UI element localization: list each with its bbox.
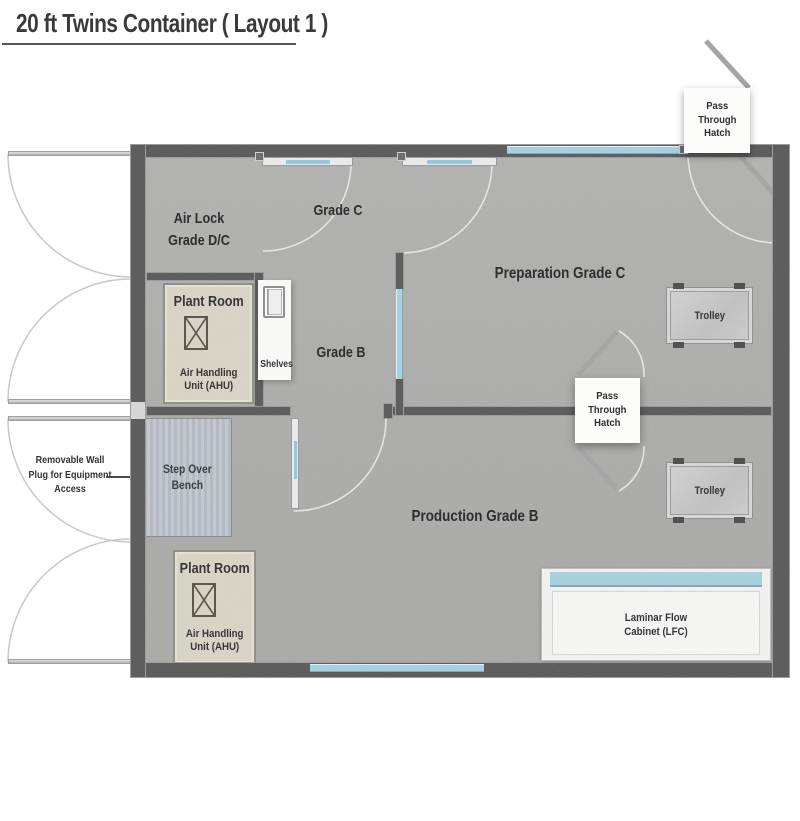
trolley-wheel <box>734 342 745 348</box>
exterior-door-leaf <box>8 659 131 664</box>
door-glass <box>286 160 330 164</box>
pass-through-hatch-middle: Pass Through Hatch <box>575 378 640 443</box>
door-glass <box>427 160 472 164</box>
shelves-label: Shelves <box>260 359 293 370</box>
room-label-grade-c: Grade C <box>313 202 363 219</box>
removable-wall-plug <box>131 402 145 419</box>
page-title: 20 ft Twins Container ( Layout 1 ) <box>16 8 328 38</box>
step-over-bench: Step Over Bench <box>143 418 232 537</box>
annotation-removable-wall: Removable Wall Plug for Equipment Access <box>28 455 112 495</box>
wall-post <box>395 377 404 416</box>
exterior-door-leaf <box>8 416 131 421</box>
plant-room-title: Plant Room <box>179 560 250 577</box>
door-stopper <box>397 152 406 161</box>
wall-post <box>395 252 404 291</box>
swing-door <box>291 418 299 509</box>
hatch-label: Pass Through Hatch <box>697 99 737 140</box>
ahu-cross-icon <box>192 583 217 617</box>
sliding-door <box>402 157 497 166</box>
ahu-cross-icon <box>184 316 209 350</box>
window-top <box>507 146 679 154</box>
cabinet-icon <box>263 286 285 318</box>
plant-room-bottom: Plant Room Air Handling Unit (AHU) <box>173 550 256 665</box>
trolley-bottom: Trolley <box>666 462 753 519</box>
exterior-door-leaf <box>8 399 131 404</box>
exterior-door-leaf <box>8 151 131 156</box>
interior-wall <box>146 406 291 416</box>
trolley-wheel <box>673 283 684 289</box>
wall-post <box>383 403 393 419</box>
ahu-label: Air Handling Unit (AHU) <box>179 366 238 393</box>
hatch-label: Pass Through Hatch <box>588 389 627 430</box>
interior-wall <box>146 272 264 281</box>
exterior-door-arcs <box>7 153 132 663</box>
plant-room-top: Plant Room Air Handling Unit (AHU) <box>163 283 254 404</box>
plant-room-title: Plant Room <box>173 293 244 310</box>
trolley-top: Trolley <box>666 287 753 344</box>
annotation-leader-line <box>106 476 130 478</box>
lfc-glass-strip <box>550 572 762 587</box>
title-underline <box>2 43 296 45</box>
pass-through-hatch-top: Pass Through Hatch <box>684 88 750 153</box>
lfc-label: Laminar Flow Cabinet (LFC) <box>624 612 688 639</box>
trolley-wheel <box>673 342 684 348</box>
trolley-wheel <box>734 283 745 289</box>
laminar-flow-cabinet: Laminar Flow Cabinet (LFC) <box>541 568 771 661</box>
room-label-grade-b: Grade B <box>316 344 366 361</box>
sliding-door <box>262 157 353 166</box>
bench-label: Step Over Bench <box>163 461 212 492</box>
trolley-wheel <box>673 458 684 464</box>
trolley-wheel <box>734 458 745 464</box>
room-label-air-lock: Air Lock Grade D/C <box>168 210 230 249</box>
ahu-label: Air Handling Unit (AHU) <box>185 627 244 654</box>
trolley-label: Trolley <box>694 309 725 322</box>
door-glass <box>294 441 297 479</box>
door-stopper <box>255 152 264 161</box>
window-bottom <box>310 664 484 672</box>
glass-partition <box>396 289 403 379</box>
wall-right <box>772 144 790 678</box>
shelves-unit: Shelves <box>258 280 293 380</box>
room-label-production: Production Grade B <box>411 508 539 525</box>
trolley-wheel <box>734 517 745 523</box>
room-label-preparation: Preparation Grade C <box>494 265 626 282</box>
trolley-wheel <box>673 517 684 523</box>
trolley-label: Trolley <box>694 484 725 497</box>
